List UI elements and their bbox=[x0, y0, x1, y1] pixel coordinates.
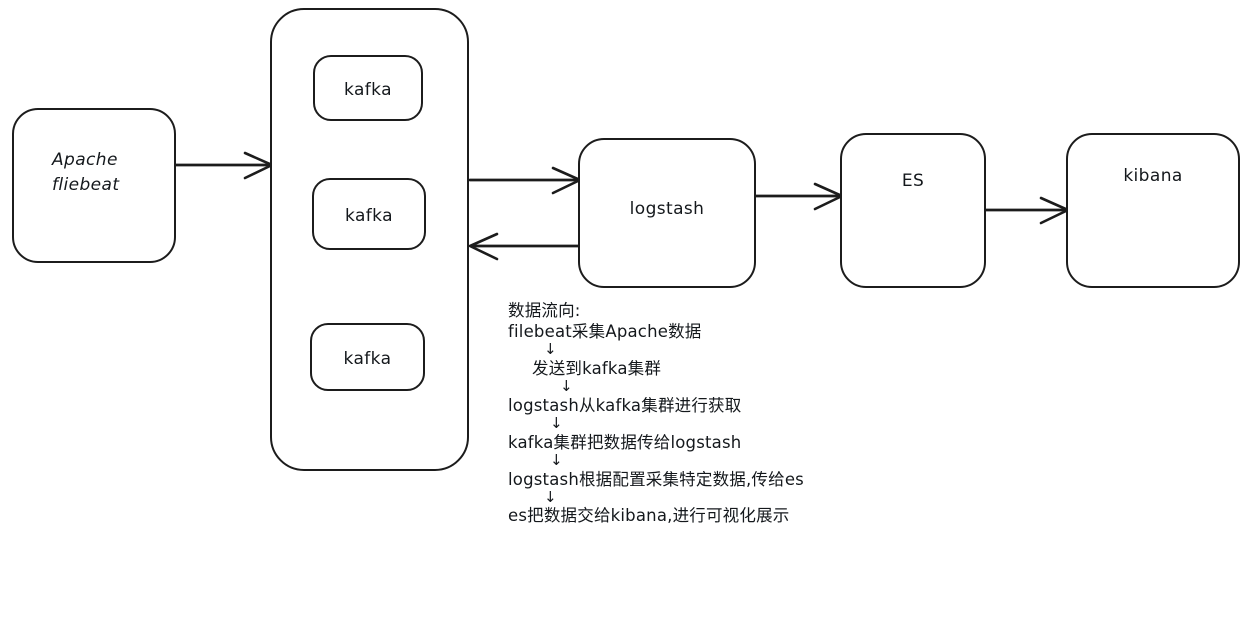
annotation-step-6: es把数据交给kibana,进行可视化展示 bbox=[508, 506, 790, 526]
node-kibana[interactable]: kibana bbox=[1066, 133, 1240, 288]
edge-kafka-to-logstash bbox=[468, 166, 582, 195]
annotation-arrow-4: ↓ bbox=[550, 450, 563, 469]
node-kibana-label: kibana bbox=[1123, 166, 1183, 186]
annotation-step-3: logstash从kafka集群进行获取 bbox=[508, 395, 742, 415]
annotation-step-5: logstash根据配置采集特定数据,传给es bbox=[508, 469, 804, 489]
annotation-heading: 数据流向: bbox=[508, 301, 581, 320]
node-logstash[interactable]: logstash bbox=[578, 138, 756, 288]
node-source-label: Apache fliebeat bbox=[52, 150, 120, 195]
node-es[interactable]: ES bbox=[840, 133, 986, 288]
annotation-step-1: filebeat采集Apache数据 bbox=[508, 322, 702, 342]
edge-es-to-kibana bbox=[984, 196, 1070, 225]
edge-source-to-kafka bbox=[174, 151, 274, 180]
annotation-arrow-1: ↓ bbox=[544, 340, 557, 359]
node-kafka-3[interactable]: kafka bbox=[310, 323, 425, 391]
data-flow-annotation: 数据流向: filebeat采集Apache数据 ↓ 发送到kafka集群 ↓ … bbox=[508, 300, 1028, 527]
edge-logstash-to-kafka bbox=[468, 232, 580, 261]
annotation-arrow-2: ↓ bbox=[560, 377, 573, 396]
node-kafka-3-label: kafka bbox=[343, 349, 392, 369]
node-kafka-1-label: kafka bbox=[344, 80, 392, 100]
node-logstash-label: logstash bbox=[629, 199, 705, 219]
annotation-step-4: kafka集群把数据传给logstash bbox=[508, 432, 742, 452]
annotation-arrow-3: ↓ bbox=[550, 413, 563, 432]
node-source[interactable]: Apache fliebeat bbox=[12, 108, 176, 263]
node-es-label: ES bbox=[901, 171, 925, 191]
node-kafka-2-label: kafka bbox=[345, 206, 393, 226]
edge-logstash-to-es bbox=[754, 182, 844, 211]
node-kafka-1[interactable]: kafka bbox=[313, 55, 423, 121]
node-kafka-2[interactable]: kafka bbox=[312, 178, 426, 250]
annotation-step-2: 发送到kafka集群 bbox=[532, 358, 662, 378]
annotation-arrow-5: ↓ bbox=[544, 487, 557, 506]
